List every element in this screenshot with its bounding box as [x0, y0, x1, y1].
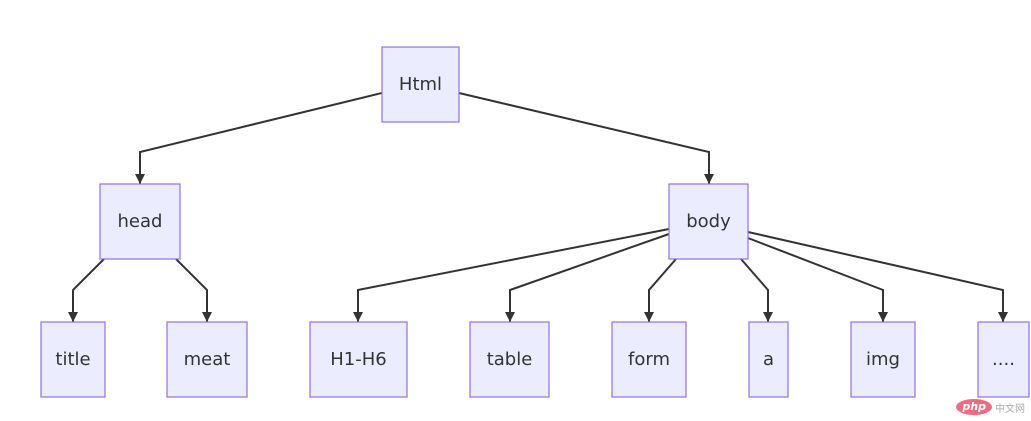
- node-body: body: [668, 183, 749, 260]
- node-label-img: img: [866, 349, 900, 370]
- node-label-h1h6: H1-H6: [330, 349, 386, 370]
- php-logo: php: [956, 399, 992, 415]
- edge-html-to-body: [458, 92, 714, 184]
- node-box-title: [40, 321, 106, 398]
- edge-body-to-form: [644, 258, 677, 322]
- node-meat: meat: [166, 321, 248, 398]
- node-more: ....: [977, 321, 1030, 398]
- edge-body-to-more: [747, 231, 1008, 322]
- node-label-title: title: [55, 349, 90, 370]
- node-box-body: [668, 183, 749, 260]
- node-label-more: ....: [992, 349, 1015, 370]
- node-box-head: [99, 183, 181, 260]
- node-label-form: form: [628, 349, 670, 370]
- node-label-table: table: [487, 349, 533, 370]
- node-label-head: head: [118, 211, 163, 232]
- node-title: title: [40, 321, 106, 398]
- edge-head-to-meat: [175, 258, 212, 322]
- edge-body-to-a: [740, 258, 773, 322]
- node-form: form: [611, 321, 687, 398]
- node-label-html: Html: [399, 74, 442, 95]
- edge-body-to-h1h6: [353, 228, 670, 322]
- node-a: a: [748, 321, 789, 398]
- edge-head-to-title: [68, 258, 105, 322]
- node-label-a: a: [763, 349, 774, 370]
- node-box-form: [611, 321, 687, 398]
- node-head: head: [99, 183, 181, 260]
- edge-body-to-img: [747, 237, 888, 322]
- node-box-h1h6: [309, 321, 408, 398]
- watermark-site-text: 中文网: [995, 403, 1025, 415]
- edge-body-to-table: [505, 233, 670, 322]
- node-box-a: [748, 321, 789, 398]
- node-h1h6: H1-H6: [309, 321, 408, 398]
- node-label-body: body: [686, 211, 731, 232]
- node-label-meat: meat: [184, 349, 231, 370]
- edge-html-to-head: [135, 92, 383, 184]
- watermark: php 中文网: [956, 399, 1025, 415]
- node-box-table: [469, 321, 550, 398]
- node-img: img: [850, 321, 916, 398]
- node-table: table: [469, 321, 550, 398]
- node-box-img: [850, 321, 916, 398]
- node-box-html: [381, 46, 460, 123]
- node-html: Html: [381, 46, 460, 123]
- node-box-meat: [166, 321, 248, 398]
- node-box-more: [977, 321, 1030, 398]
